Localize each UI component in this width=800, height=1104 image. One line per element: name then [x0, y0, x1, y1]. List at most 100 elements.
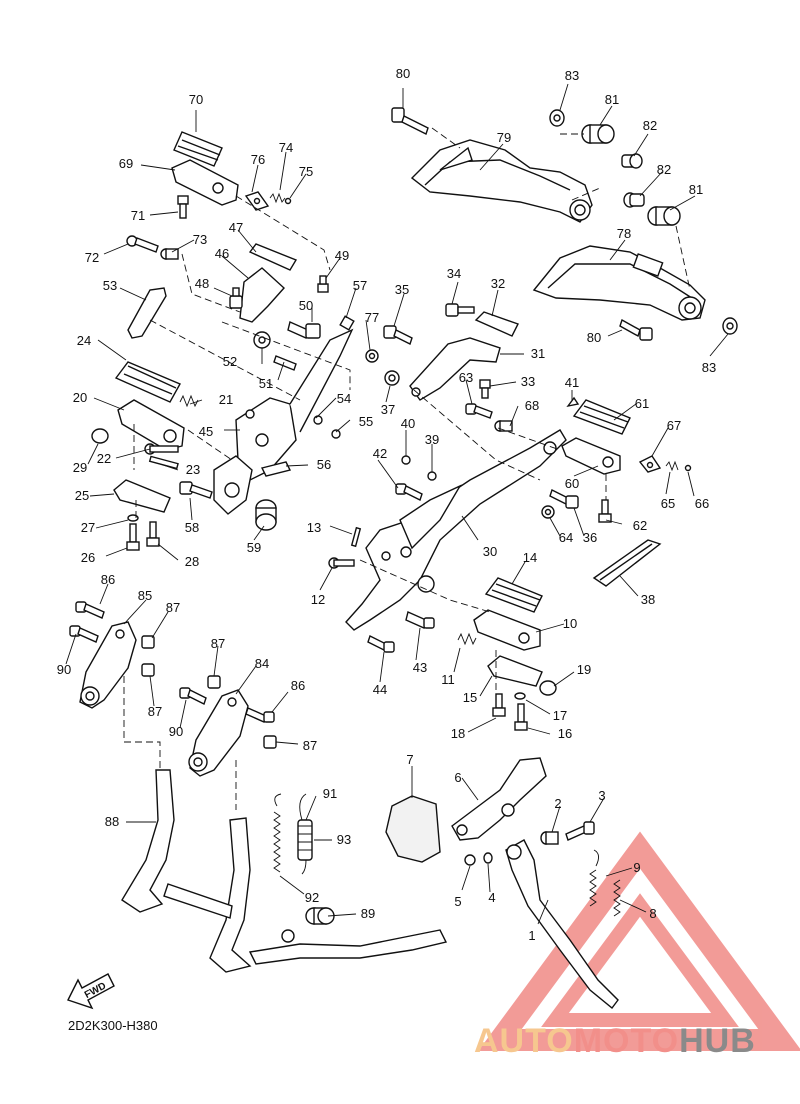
- callout-70: 70: [189, 92, 203, 107]
- bolt-18: [492, 693, 506, 717]
- callout-73: 73: [193, 232, 207, 247]
- watermark-triangle-outer: [478, 831, 800, 1051]
- callout-81: 81: [605, 92, 619, 107]
- cover-32: [474, 311, 519, 337]
- assembly-dashed-lines: [123, 127, 691, 810]
- collar-59: [255, 499, 277, 531]
- svg-text:AUTOMOTOHUB: AUTOMOTOHUB: [474, 1022, 756, 1060]
- nut-40: [401, 455, 411, 465]
- bolt-86-right: [245, 707, 275, 723]
- bolt-62: [598, 499, 612, 523]
- callout-87: 87: [148, 704, 162, 719]
- footrest-61: [572, 399, 631, 435]
- callout-86: 86: [291, 678, 305, 693]
- callout-81: 81: [689, 182, 703, 197]
- bolt-43: [405, 611, 435, 629]
- callout-42: 42: [373, 446, 387, 461]
- callout-58: 58: [185, 520, 199, 535]
- bolt-80-upper: [391, 107, 429, 135]
- ball-19: [539, 680, 557, 696]
- collar-81-lower: [647, 206, 681, 226]
- callout-56: 56: [317, 457, 331, 472]
- callout-7: 7: [406, 752, 413, 767]
- callout-34: 34: [447, 266, 461, 281]
- washer-83-upper: [549, 109, 565, 127]
- callout-37: 37: [381, 402, 395, 417]
- pin-68: [494, 420, 513, 432]
- callout-19: 19: [577, 662, 591, 677]
- callout-21: 21: [219, 392, 233, 407]
- footrest-24: [114, 361, 181, 403]
- callout-53: 53: [103, 278, 117, 293]
- nut-87-d: [263, 735, 277, 749]
- collar-37: [384, 370, 400, 386]
- callout-26: 26: [81, 550, 95, 565]
- bolt-12: [328, 557, 355, 569]
- leader-lines: [65, 83, 729, 925]
- callout-15: 15: [463, 690, 477, 705]
- callout-65: 65: [661, 496, 675, 511]
- callout-62: 62: [633, 518, 647, 533]
- callout-36: 36: [583, 530, 597, 545]
- callout-49: 49: [335, 248, 349, 263]
- spring-93: [297, 793, 313, 875]
- callout-74: 74: [279, 140, 293, 155]
- fwd-label: FWD: [83, 981, 108, 1001]
- callout-64: 64: [559, 530, 573, 545]
- bolt-26: [126, 523, 140, 551]
- callout-18: 18: [451, 726, 465, 741]
- pin-41: [566, 396, 580, 408]
- cover-7: [385, 795, 441, 863]
- callout-89: 89: [361, 906, 375, 921]
- ball-29: [91, 428, 109, 444]
- callout-14: 14: [523, 550, 537, 565]
- rear-bracket-78: [532, 245, 706, 321]
- callout-91: 91: [323, 786, 337, 801]
- callout-61: 61: [635, 396, 649, 411]
- spring-74: [269, 192, 286, 204]
- bracket-45: [235, 328, 354, 481]
- callout-33: 33: [521, 374, 535, 389]
- rear-bracket-79: [410, 139, 593, 223]
- callout-77: 77: [365, 310, 379, 325]
- callout-67: 67: [667, 418, 681, 433]
- callout-88: 88: [105, 814, 119, 829]
- pin-13: [350, 526, 362, 548]
- callout-47: 47: [229, 220, 243, 235]
- bracket-6: [451, 757, 547, 841]
- callout-50: 50: [299, 298, 313, 313]
- callout-59: 59: [247, 540, 261, 555]
- callout-80: 80: [587, 330, 601, 345]
- bolt-16: [514, 703, 528, 731]
- callout-55: 55: [359, 414, 373, 429]
- ball-75: [284, 197, 292, 205]
- footrest-bracket-69: [171, 159, 239, 206]
- callout-6: 6: [454, 770, 461, 785]
- collar-82-upper: [621, 153, 643, 169]
- bolt-72: [126, 235, 159, 253]
- callout-57: 57: [353, 278, 367, 293]
- nut-5: [464, 854, 476, 866]
- plate-15: [487, 655, 543, 687]
- callout-35: 35: [395, 282, 409, 297]
- washer-39: [427, 471, 437, 481]
- callout-43: 43: [413, 660, 427, 675]
- bracket-20: [117, 399, 185, 451]
- callout-75: 75: [299, 164, 313, 179]
- plate-46: [239, 267, 285, 323]
- callout-22: 22: [97, 451, 111, 466]
- watermark-logo: [478, 831, 800, 1051]
- watermark-brand-moto: MOTO: [574, 1022, 679, 1060]
- bolt-48: [229, 287, 243, 309]
- callout-11: 11: [441, 672, 455, 687]
- bolt-36: [549, 489, 579, 509]
- callout-71: 71: [131, 208, 145, 223]
- spring-9: [613, 879, 621, 917]
- watermark-triangle-inner: [541, 893, 739, 1027]
- callout-17: 17: [553, 708, 567, 723]
- collar-82-lower: [623, 192, 645, 208]
- callout-41: 41: [565, 375, 579, 390]
- bolt-51: [273, 355, 297, 371]
